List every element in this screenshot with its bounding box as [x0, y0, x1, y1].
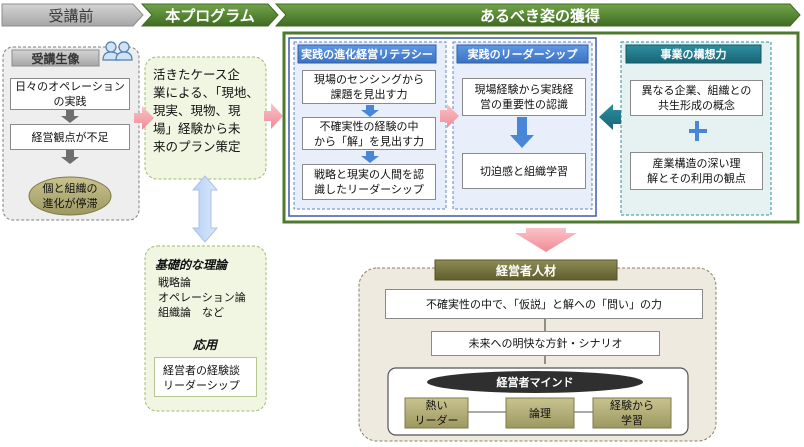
executive-item-1: 不確実性の中で、「仮説」と解への「問い」の力	[385, 289, 703, 319]
vision-title: 事業の構想力	[660, 48, 727, 61]
blue-down-arrow-1	[361, 105, 379, 117]
executive-item-2: 未来への明快な方針・シナリオ	[431, 331, 660, 356]
pink-arrow-3	[440, 104, 459, 128]
tab-program: 本プログラム	[165, 6, 255, 25]
vision-item-1: 異なる企業、組織との 共生形成の概念	[630, 80, 763, 116]
plus-icon	[689, 121, 707, 141]
header-chevron-goal	[274, 3, 801, 27]
theory-items: 戦略論 オペレーション論 組織論 など	[158, 276, 246, 319]
vision-item-2: 産業構造の深い理 解とその利用の観点	[630, 152, 763, 190]
down-arrow-left-2	[61, 150, 79, 164]
mind-item-learning: 経験から 学習	[610, 399, 654, 427]
literacy-title: 実践の進化経営リテラシー	[301, 48, 433, 61]
mind-item-bg-2	[505, 397, 575, 429]
leadership-item-1: 現場経験から実践経 営の重要性の認識	[462, 78, 586, 116]
pink-arrow-2	[264, 103, 283, 129]
application-items: 経営者の経験談 リーダーシップ	[154, 357, 257, 397]
people-icon	[102, 41, 133, 61]
blue-down-arrow-3	[510, 117, 534, 148]
executive-title: 経営者人材	[495, 263, 556, 278]
pink-arrow-1	[134, 106, 154, 130]
executive-title-bar	[434, 259, 618, 281]
participant-item-operations: 日々のオペレーション の実践	[10, 78, 130, 110]
stagnation-ellipse	[28, 176, 112, 216]
application-title: 応用	[192, 337, 217, 352]
literacy-title-bar	[297, 44, 437, 64]
mind-item-logic: 論理	[529, 406, 551, 420]
literacy-step-3: 戦略と現実の人間を認 識したリーダーシップ	[302, 164, 436, 200]
double-vertical-arrow	[191, 175, 219, 243]
literacy-step-1: 現場のセンシングから 課題を見出す力	[302, 70, 436, 104]
blue-down-arrow-2	[361, 151, 379, 163]
participant-result: 個と組織の 進化が停滞	[42, 182, 98, 210]
program-description: 活きたケース企 業による、「現地、 現実、現物、現 場」経験から未 来のプラン策…	[153, 67, 259, 154]
mind-item-bg-1	[404, 397, 469, 429]
theory-title: 基礎的な理論	[155, 258, 228, 272]
literacy-step-2: 不確実性の経験の中 から「解」を見出す力	[302, 117, 436, 150]
leadership-title-bar	[456, 44, 589, 64]
leadership-item-2: 切迫感と組織学習	[462, 153, 586, 189]
tab-before-training: 受講前	[48, 6, 94, 25]
mind-item-bg-3	[592, 397, 672, 429]
pink-down-arrow	[515, 228, 577, 252]
vision-title-bar	[625, 44, 762, 64]
participant-title-bar	[11, 49, 100, 67]
mind-title-ellipse	[427, 371, 643, 393]
down-arrow-left-1	[61, 110, 79, 123]
participant-title: 受講生像	[31, 51, 80, 66]
participant-item-lack-perspective: 経営観点が不足	[10, 124, 130, 150]
leadership-title: 実践のリーダーシップ	[467, 48, 578, 61]
header-chevron-before	[1, 3, 144, 27]
mind-title: 経営者マインド	[496, 376, 574, 389]
teal-left-arrow	[599, 104, 621, 130]
tab-goal: あるべき姿の獲得	[479, 6, 600, 25]
header-chevron-program	[140, 3, 279, 27]
mind-item-passion: 熱い リーダー	[414, 399, 459, 427]
